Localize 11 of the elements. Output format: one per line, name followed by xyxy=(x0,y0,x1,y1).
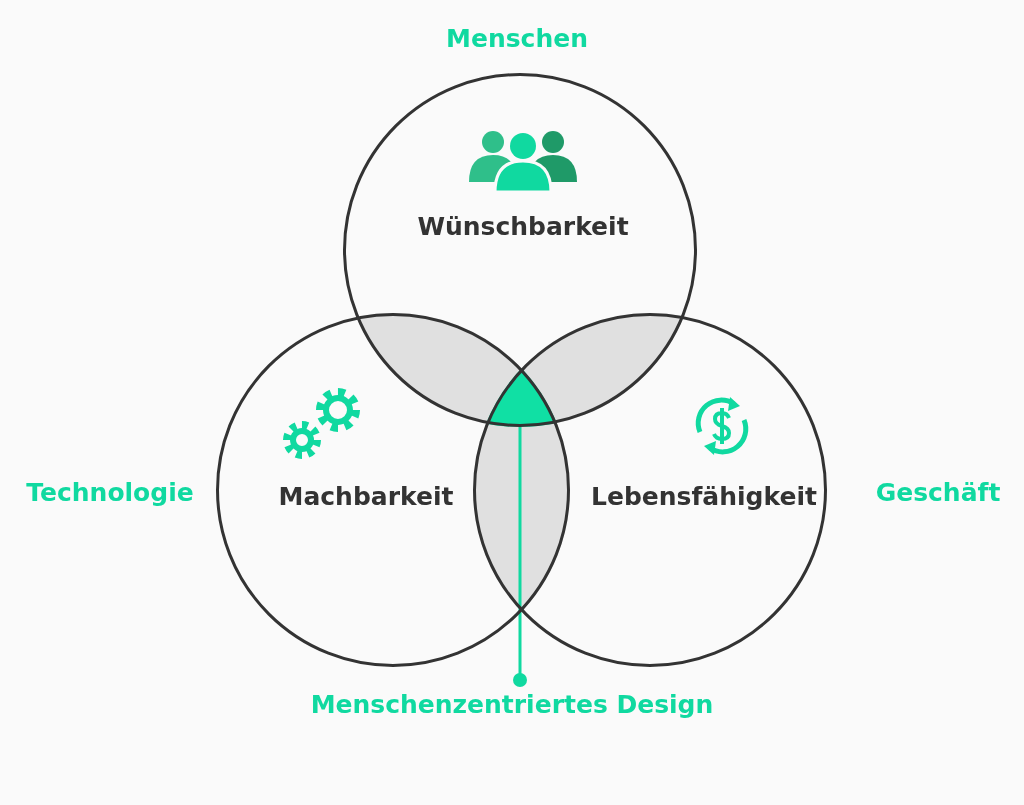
circle-label: Wünschbarkeit xyxy=(417,211,629,241)
leader-line xyxy=(513,427,527,687)
venn-circle xyxy=(216,313,570,667)
venn-circle xyxy=(343,73,697,427)
category-label: Technologie xyxy=(26,477,194,507)
category-label: Menschen xyxy=(446,23,588,53)
circle-label: Machbarkeit xyxy=(278,481,454,511)
circle-label: Lebensfähigkeit xyxy=(591,481,817,511)
caption-label: Menschenzentriertes Design xyxy=(310,690,714,719)
venn-circle xyxy=(473,313,827,667)
category-label: Geschäft xyxy=(875,477,1001,507)
